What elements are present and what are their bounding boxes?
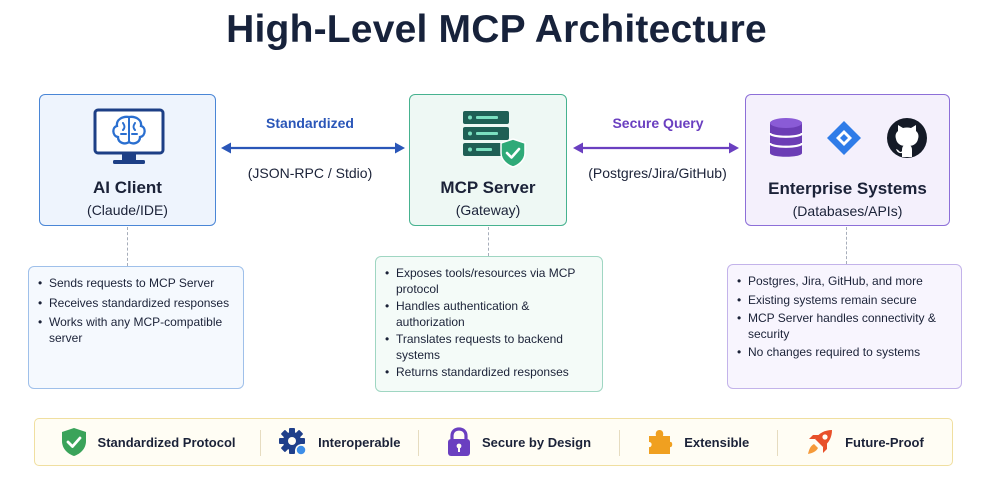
lock-icon [447,427,470,456]
list-item: No changes required to systems [737,345,951,361]
server-shield-icon [463,111,526,168]
page-title: High-Level MCP Architecture [226,8,767,51]
server-enterprise-targets-label: (Postgres/Jira/GitHub) [588,165,727,181]
github-icon [887,118,927,158]
gear-icon [279,428,307,456]
list-item: Receives standardized responses [38,296,233,312]
feature-label: Secure by Design [481,434,592,450]
mcp-server-subtitle: (Gateway) [455,202,521,218]
mcp-server-details: Exposes tools/resources via MCP protocol… [375,256,603,392]
list-item: Exposes tools/resources via MCP protocol [385,266,592,297]
mcp-server-node: MCP Server (Gateway) [409,94,567,226]
list-item: MCP Server handles connectivity & securi… [737,311,951,342]
enterprise-systems-details: Postgres, Jira, GitHub, and more Existin… [727,264,962,389]
list-item: Works with any MCP-compatible server [38,315,233,346]
feature-label: Interoperable [318,434,401,450]
client-detail-connector [127,227,128,266]
server-enterprise-arrow [573,142,739,154]
feature-future-proof: Future-Proof [776,419,952,465]
puzzle-icon [649,430,673,454]
ai-client-title: AI Client [93,178,162,197]
enterprise-detail-connector [846,227,847,264]
monitor-brain-icon [93,108,165,164]
server-detail-connector [488,227,489,256]
feature-label: Standardized Protocol [97,434,236,450]
rocket-icon [808,430,833,454]
enterprise-systems-node: Enterprise Systems (Databases/APIs) [745,94,950,226]
feature-standardized-protocol: Standardized Protocol [35,419,260,465]
feature-interoperable: Interoperable [260,419,418,465]
client-server-protocol-label: Standardized [266,115,354,131]
feature-bar: Standardized Protocol Interoperable [34,418,953,466]
feature-secure-by-design: Secure by Design [418,419,618,465]
database-icon [768,118,804,157]
list-item: Translates requests to backend systems [385,332,592,363]
list-item: Sends requests to MCP Server [38,276,233,292]
client-server-transport-label: (JSON-RPC / Stdio) [247,165,373,181]
ai-client-node: AI Client (Claude/IDE) [39,94,216,226]
list-item: Postgres, Jira, GitHub, and more [737,274,951,290]
jira-icon [827,121,861,155]
server-enterprise-query-label: Secure Query [612,115,704,131]
shield-check-icon [61,428,86,456]
client-server-arrow [221,142,405,154]
enterprise-systems-subtitle: (Databases/APIs) [792,203,903,219]
ai-client-details: Sends requests to MCP Server Receives st… [28,266,244,389]
feature-label: Future-Proof [845,434,924,450]
list-item: Returns standardized responses [385,365,592,381]
list-item: Existing systems remain secure [737,293,951,309]
feature-extensible: Extensible [618,419,777,465]
feature-label: Extensible [684,434,750,450]
mcp-server-title: MCP Server [440,178,536,197]
list-item: Handles authentication & authorization [385,299,592,330]
ai-client-subtitle: (Claude/IDE) [87,202,168,218]
enterprise-systems-title: Enterprise Systems [768,179,927,198]
